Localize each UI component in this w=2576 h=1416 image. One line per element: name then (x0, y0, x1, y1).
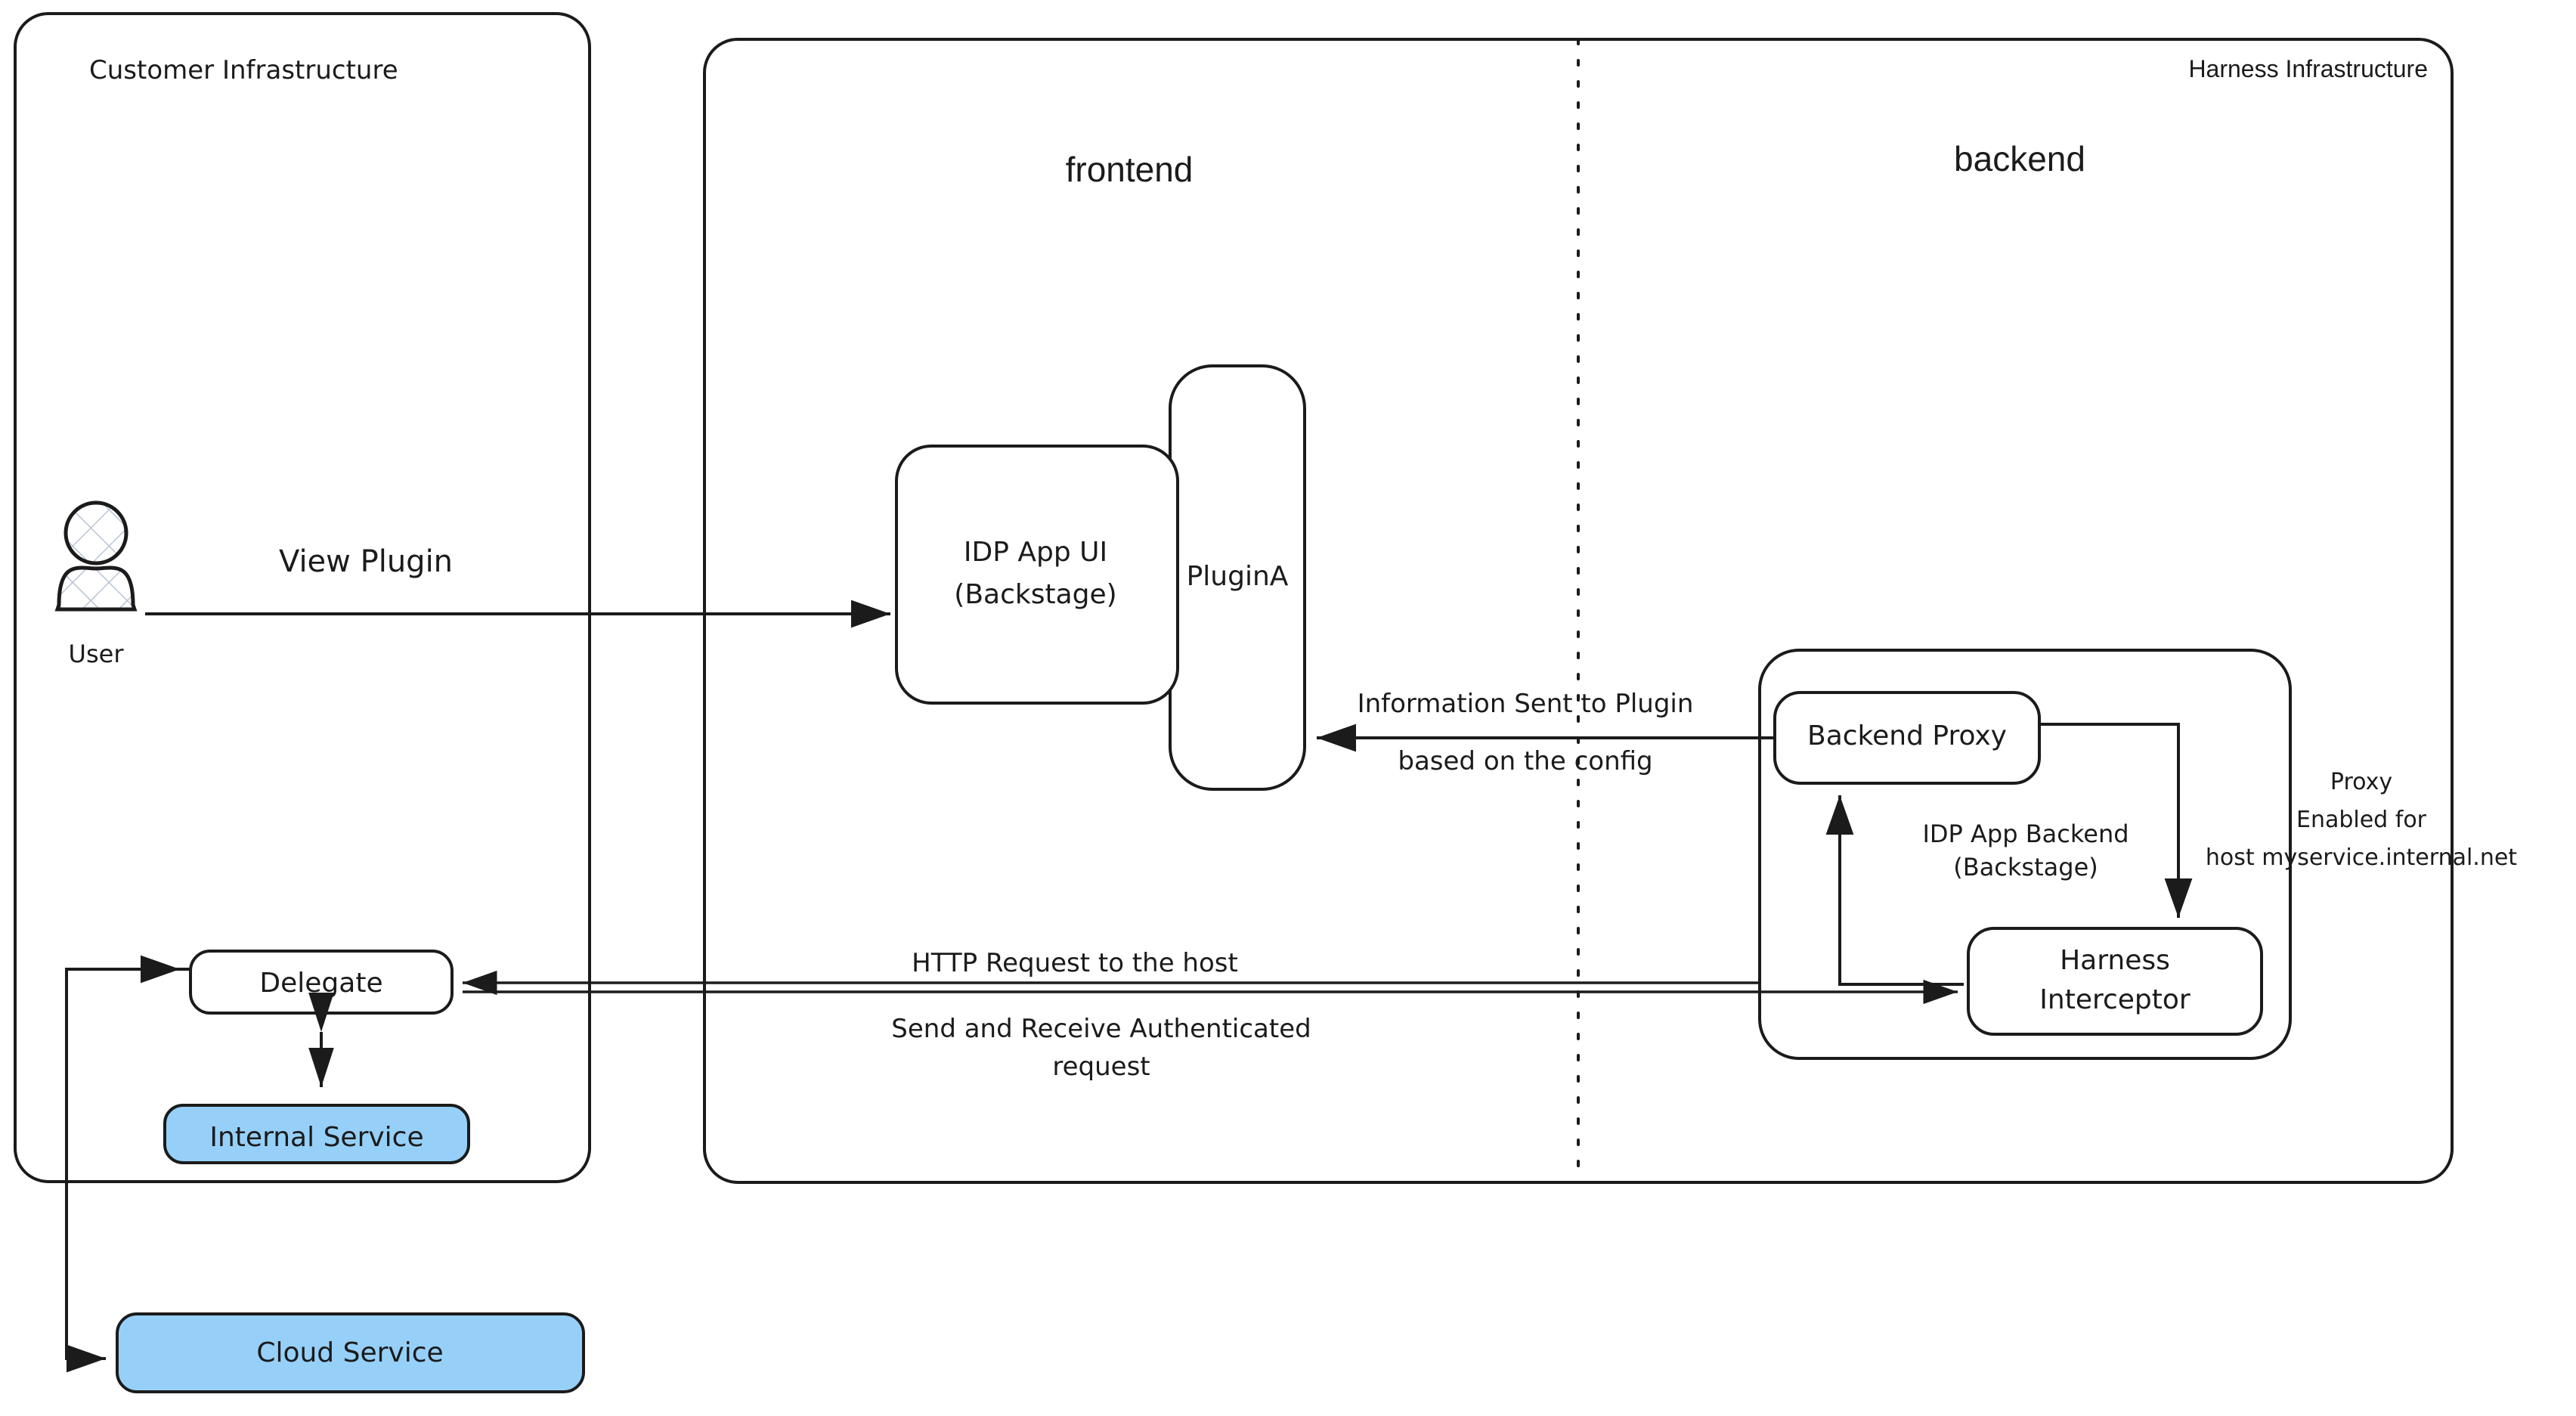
customer-infrastructure-container: Customer Infrastructure (14, 12, 591, 1183)
edge-view-plugin: View Plugin (145, 544, 890, 628)
node-internal-service[interactable]: Internal Service (163, 1104, 470, 1164)
edge-proxy-enabled-label-line2: Enabled for (2296, 807, 2427, 833)
edge-interceptor-to-proxy (1825, 795, 1964, 986)
group-idp-app-backend-label-line2: (Backstage) (1953, 853, 2098, 882)
node-plugin-a[interactable]: PluginA (1169, 364, 1306, 791)
edge-proxy-enabled-label-line3: host myservice.internal.net (2206, 844, 2517, 871)
edge-information-sent-label-line1: Information Sent to Plugin (1358, 689, 1694, 719)
edge-proxy-to-interceptor: Proxy Enabled for host myservice.interna… (2039, 723, 2517, 918)
user-actor-label: User (69, 640, 125, 668)
node-delegate[interactable]: Delegate (189, 950, 454, 1015)
node-idp-app-ui-label-line1: IDP App UI (964, 537, 1107, 568)
edge-http-request: HTTP Request to the host Send and Receiv… (463, 948, 1958, 1082)
node-cloud-service-label: Cloud Service (256, 1337, 443, 1368)
user-actor: User (54, 500, 138, 668)
edge-http-request-label-line1: HTTP Request to the host (912, 948, 1238, 978)
node-internal-service-label: Internal Service (209, 1122, 423, 1153)
node-idp-app-ui-label-line2: (Backstage) (954, 579, 1116, 610)
group-idp-app-backend-label-line1: IDP App Backend (1922, 820, 2129, 848)
lane-label-backend: backend (1954, 139, 2085, 178)
edge-information-sent-to-plugin: Information Sent to Plugin based on the … (1317, 689, 1775, 776)
harness-infrastructure-label: Harness Infrastructure (2188, 55, 2428, 82)
node-delegate-label: Delegate (259, 968, 382, 999)
node-backend-proxy[interactable]: Backend Proxy (1773, 691, 2041, 785)
node-idp-app-ui[interactable]: IDP App UI (Backstage) (895, 445, 1179, 705)
node-plugin-a-label: PluginA (1187, 561, 1289, 592)
customer-infrastructure-label: Customer Infrastructure (89, 55, 398, 85)
edge-http-request-label-line3: request (1052, 1052, 1150, 1082)
node-harness-interceptor[interactable]: Harness Interceptor (1967, 927, 2263, 1036)
edge-information-sent-label-line2: based on the config (1398, 746, 1652, 776)
lane-label-frontend: frontend (1066, 150, 1194, 189)
edge-http-request-label-line2: Send and Receive Authenticated (891, 1014, 1311, 1044)
user-actor-body-icon (54, 565, 138, 612)
edge-proxy-enabled-label-line1: Proxy (2330, 769, 2392, 795)
node-harness-interceptor-label-line2: Interceptor (2039, 984, 2191, 1015)
node-cloud-service[interactable]: Cloud Service (116, 1312, 585, 1393)
node-harness-interceptor-label-line1: Harness (2060, 945, 2170, 976)
user-actor-head-icon (63, 500, 128, 565)
edge-view-plugin-label: View Plugin (279, 544, 453, 579)
node-backend-proxy-label: Backend Proxy (1807, 720, 2007, 751)
